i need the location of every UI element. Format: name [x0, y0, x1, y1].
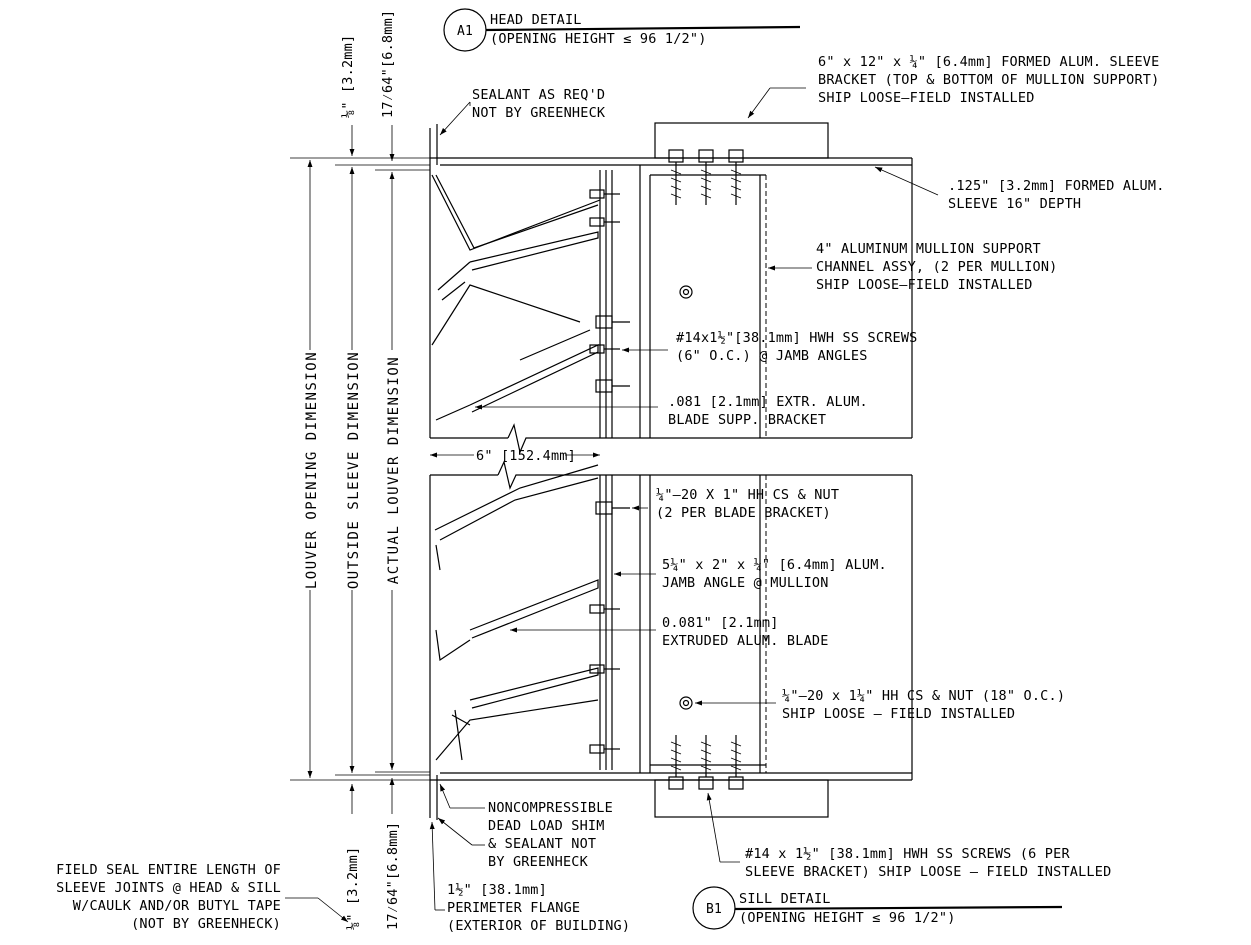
- actual-louver-dimension-label: ACTUAL LOUVER DIMENSION: [386, 356, 402, 584]
- sleeve-bracket-screws: [668, 149, 744, 790]
- svg-text:SHIP LOOSE–FIELD INSTALLED: SHIP LOOSE–FIELD INSTALLED: [816, 277, 1033, 293]
- screw-bottom-1: [668, 735, 684, 790]
- svg-text:SHIP LOOSE–FIELD INSTALLED: SHIP LOOSE–FIELD INSTALLED: [818, 90, 1035, 106]
- width-dimension-label: 6" [152.4mm]: [476, 448, 576, 464]
- callout-blade-bracket: .081 [2.1mm] EXTR. ALUM. BLADE SUPP. BRA…: [475, 394, 868, 428]
- callout-sleeve-bracket: 6" x 12" x ¼" [6.4mm] FORMED ALUM. SLEEV…: [747, 54, 1159, 119]
- svg-text:(2 PER BLADE BRACKET): (2 PER BLADE BRACKET): [656, 505, 831, 521]
- svg-text:¼"–20 x 1¼" HH CS & NUT (18" O: ¼"–20 x 1¼" HH CS & NUT (18" O.C.): [782, 688, 1065, 704]
- svg-text:SLEEVE JOINTS @ HEAD & SILL: SLEEVE JOINTS @ HEAD & SILL: [56, 880, 281, 896]
- sill-gap-17-64-label: 17⁄64"[6.8mm]: [385, 822, 401, 930]
- callout-sealant: SEALANT AS REQ'D NOT BY GREENHECK: [439, 87, 606, 136]
- svg-text:.081 [2.1mm] EXTR. ALUM.: .081 [2.1mm] EXTR. ALUM.: [668, 394, 868, 410]
- callout-mullion-support: 4" ALUMINUM MULLION SUPPORT CHANNEL ASSY…: [768, 241, 1058, 293]
- callout-sill-screws: #14 x 1½" [38.1mm] HWH SS SCREWS (6 PER …: [706, 792, 1111, 880]
- callout-hwh-screws: #14x1½"[38.1mm] HWH SS SCREWS (6" O.C.) …: [622, 330, 918, 364]
- break-lines: [430, 423, 612, 490]
- svg-text:(EXTERIOR OF BUILDING): (EXTERIOR OF BUILDING): [447, 918, 630, 934]
- sill-gap-eighth-label: ⅛" [3.2mm]: [345, 847, 361, 930]
- svg-text:.125" [3.2mm] FORMED ALUM.: .125" [3.2mm] FORMED ALUM.: [948, 178, 1165, 194]
- svg-text:NOT BY GREENHECK: NOT BY GREENHECK: [472, 105, 606, 121]
- mullion-support-channel: [612, 122, 913, 818]
- svg-text:#14 x 1½" [38.1mm] HWH SS SCRE: #14 x 1½" [38.1mm] HWH SS SCREWS (6 PER: [745, 846, 1070, 862]
- head-detail-tag: A1 HEAD DETAIL (OPENING HEIGHT ≤ 96 1/2"…: [443, 8, 801, 52]
- svg-text:SLEEVE 16" DEPTH: SLEEVE 16" DEPTH: [948, 196, 1081, 212]
- callout-jamb-angle: 5¼" x 2" x ¼" [6.4mm] ALUM. JAMB ANGLE @…: [614, 557, 887, 591]
- head-gap-eighth-label: ⅛" [3.2mm]: [340, 35, 356, 118]
- svg-text:4" ALUMINUM MULLION SUPPORT: 4" ALUMINUM MULLION SUPPORT: [816, 241, 1041, 257]
- sill-detail-subtitle: (OPENING HEIGHT ≤ 96 1/2"): [739, 910, 956, 926]
- sill-detail-title: SILL DETAIL: [739, 891, 831, 907]
- jamb-angle: [599, 170, 613, 770]
- screw-top-3: [728, 149, 744, 205]
- head-detail-subtitle: (OPENING HEIGHT ≤ 96 1/2"): [490, 31, 707, 47]
- svg-text:DEAD LOAD SHIM: DEAD LOAD SHIM: [488, 818, 605, 834]
- callout-hh-cs-nut: ¼"–20 X 1" HH CS & NUT (2 PER BLADE BRAC…: [632, 487, 839, 521]
- svg-text:(6" O.C.) @ JAMB ANGLES: (6" O.C.) @ JAMB ANGLES: [676, 348, 868, 364]
- louver-blades: [431, 174, 601, 761]
- head-detail-title: HEAD DETAIL: [490, 12, 582, 28]
- sill-detail-id: B1: [706, 902, 722, 917]
- head-detail-underline: [485, 25, 801, 32]
- callout-field-seal: FIELD SEAL ENTIRE LENGTH OF SLEEVE JOINT…: [56, 862, 349, 932]
- svg-text:0.081" [2.1mm]: 0.081" [2.1mm]: [662, 615, 779, 631]
- sill-detail-tag: B1 SILL DETAIL (OPENING HEIGHT ≤ 96 1/2"…: [692, 886, 1063, 930]
- svg-text:EXTRUDED ALUM. BLADE: EXTRUDED ALUM. BLADE: [662, 633, 829, 649]
- screw-top-2: [698, 149, 714, 205]
- svg-text:FIELD SEAL ENTIRE LENGTH OF: FIELD SEAL ENTIRE LENGTH OF: [56, 862, 281, 878]
- svg-text:BY GREENHECK: BY GREENHECK: [488, 854, 589, 870]
- callout-noncompressible: NONCOMPRESSIBLE DEAD LOAD SHIM & SEALANT…: [437, 783, 613, 870]
- svg-text:#14x1½"[38.1mm] HWH SS SCREWS: #14x1½"[38.1mm] HWH SS SCREWS: [676, 330, 918, 346]
- svg-text:¼"–20 X 1" HH CS & NUT: ¼"–20 X 1" HH CS & NUT: [656, 487, 839, 503]
- svg-text:5¼" x 2" x ¼" [6.4mm] ALUM.: 5¼" x 2" x ¼" [6.4mm] ALUM.: [662, 557, 887, 573]
- svg-text:BRACKET (TOP & BOTTOM OF MULLI: BRACKET (TOP & BOTTOM OF MULLION SUPPORT…: [818, 72, 1159, 88]
- svg-text:PERIMETER FLANGE: PERIMETER FLANGE: [447, 900, 580, 916]
- callout-perimeter-flange: 1½" [38.1mm] PERIMETER FLANGE (EXTERIOR …: [429, 821, 630, 934]
- sill-detail-underline: [734, 905, 1063, 911]
- svg-text:(NOT BY GREENHECK): (NOT BY GREENHECK): [131, 916, 281, 932]
- svg-text:BLADE SUPP. BRACKET: BLADE SUPP. BRACKET: [668, 412, 826, 428]
- screw-bottom-2: [698, 735, 714, 790]
- svg-text:6" x 12" x ¼" [6.4mm] FORMED A: 6" x 12" x ¼" [6.4mm] FORMED ALUM. SLEEV…: [818, 54, 1159, 70]
- svg-text:CHANNEL ASSY, (2 PER MULLION): CHANNEL ASSY, (2 PER MULLION): [816, 259, 1058, 275]
- screw-top-1: [668, 149, 684, 205]
- callout-extruded-blade: 0.081" [2.1mm] EXTRUDED ALUM. BLADE: [510, 615, 829, 649]
- head-detail-id: A1: [457, 24, 473, 39]
- svg-text:1½" [38.1mm]: 1½" [38.1mm]: [447, 882, 547, 898]
- svg-text:W/CAULK AND/OR BUTYL TAPE: W/CAULK AND/OR BUTYL TAPE: [73, 898, 281, 914]
- svg-text:& SEALANT NOT: & SEALANT NOT: [488, 836, 596, 852]
- svg-text:SLEEVE BRACKET) SHIP LOOSE – F: SLEEVE BRACKET) SHIP LOOSE – FIELD INSTA…: [745, 864, 1111, 880]
- jamb-fasteners: [589, 189, 630, 754]
- svg-text:SEALANT AS REQ'D: SEALANT AS REQ'D: [472, 87, 605, 103]
- head-gap-17-64-label: 17⁄64"[6.8mm]: [380, 10, 396, 118]
- svg-text:SHIP LOOSE – FIELD INSTALLED: SHIP LOOSE – FIELD INSTALLED: [782, 706, 1015, 722]
- svg-text:NONCOMPRESSIBLE: NONCOMPRESSIBLE: [488, 800, 613, 816]
- screw-bottom-3: [728, 735, 744, 790]
- svg-text:JAMB ANGLE @ MULLION: JAMB ANGLE @ MULLION: [662, 575, 829, 591]
- callout-hh-cs-nut-18: ¼"–20 x 1¼" HH CS & NUT (18" O.C.) SHIP …: [695, 688, 1065, 722]
- vertical-dimensions: LOUVER OPENING DIMENSION OUTSIDE SLEEVE …: [290, 10, 430, 930]
- callout-formed-sleeve: .125" [3.2mm] FORMED ALUM. SLEEVE 16" DE…: [874, 166, 1165, 212]
- outside-sleeve-dimension-label: OUTSIDE SLEEVE DIMENSION: [346, 351, 362, 589]
- louver-opening-dimension-label: LOUVER OPENING DIMENSION: [304, 351, 320, 589]
